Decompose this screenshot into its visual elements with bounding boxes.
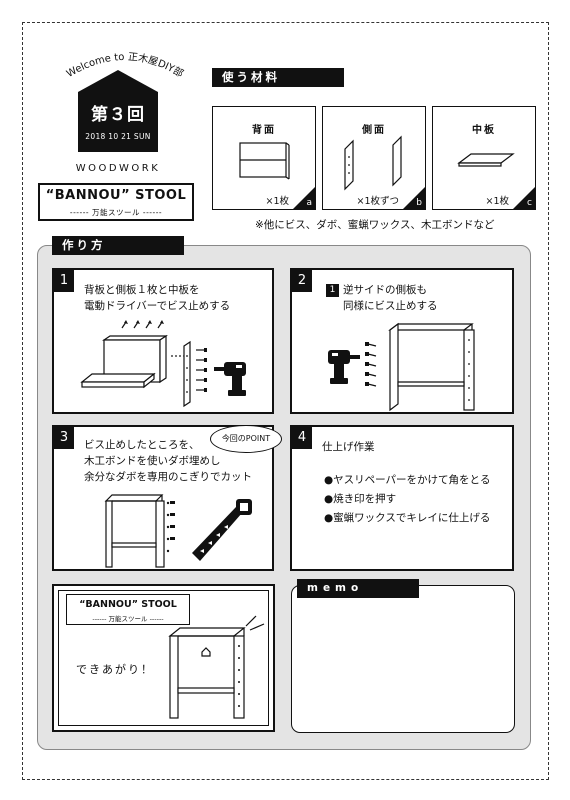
side-panel-illustration — [344, 135, 402, 191]
step-title: 仕上げ作業 — [322, 441, 375, 453]
finished-tag-title: “BANNOU” STOOL — [79, 599, 177, 610]
material-qty: ×1枚 — [265, 196, 289, 207]
material-qty: ×1枚 — [485, 196, 509, 207]
corner-tab — [293, 187, 315, 209]
back-panel-illustration — [239, 142, 290, 180]
corner-tab — [513, 187, 535, 209]
memo-label: memo — [297, 579, 419, 598]
material-name: 背面 — [252, 125, 276, 136]
finished-text: できあがり！ — [76, 663, 154, 676]
point-callout: 今回のPOINT — [210, 425, 282, 453]
project-subtitle: ------ 万能スツール ------ — [69, 208, 163, 217]
finished-inner-frame — [58, 590, 269, 726]
material-name: 側面 — [362, 125, 386, 136]
step3-illustration — [104, 494, 252, 568]
step-number: 3 — [54, 427, 74, 449]
step-number: 1 — [54, 270, 74, 292]
corner-tab — [403, 187, 425, 209]
memo-area[interactable] — [291, 585, 515, 733]
step1-illustration — [80, 320, 246, 408]
step-number: 4 — [292, 427, 312, 449]
step-bullets: ●ヤスリペーパーをかけて角をとる ●焼き印を押す ●蜜蝋ワックスでキレイに仕上げ… — [324, 474, 491, 524]
material-letter: a — [306, 198, 312, 208]
step-number: 2 — [292, 270, 312, 292]
material-card-side: 側面 ×1枚ずつ b — [322, 106, 426, 210]
project-title-box — [38, 183, 194, 221]
session-number: 第３回 — [91, 105, 145, 125]
dashed-page-frame — [22, 22, 549, 780]
finished-stool-illustration — [168, 615, 265, 719]
material-name: 中板 — [472, 125, 496, 136]
finished-tag-box — [66, 594, 190, 625]
shelf-board-illustration — [457, 153, 515, 167]
session-date: 2018 10 21 SUN — [85, 132, 151, 141]
material-letter: b — [416, 198, 422, 208]
material-card-back: 背面 ×1枚 a — [212, 106, 316, 210]
howto-label: 作り方 — [52, 236, 184, 255]
category-label: WOODWORK — [75, 163, 161, 174]
step-4: 4 仕上げ作業 ●ヤスリペーパーをかけて角をとる ●焼き印を押す ●蜜蝋ワックス… — [290, 425, 514, 571]
step-text: 背板と側板１枚と中板を 電動ドライバーでビス止めする — [84, 284, 231, 312]
finished-tag-subtitle: ------ 万能スツール ------ — [92, 615, 164, 623]
material-qty: ×1枚ずつ — [356, 196, 399, 207]
step2-illustration — [328, 322, 475, 412]
sub-step-number: 1 — [326, 284, 339, 297]
materials-label: 使う材料 — [212, 68, 344, 87]
material-card-shelf: 中板 ×1枚 c — [432, 106, 536, 210]
materials-note: ※他にビス、ダボ、蜜蝋ワックス、木工ボンドなど — [255, 219, 495, 231]
house-badge-icon — [78, 70, 158, 152]
step-text: ビス止めしたところを、 木工ボンドを使いダボ埋めし 余分なダボを専用のこぎりでカ… — [84, 439, 252, 483]
material-letter: c — [527, 198, 532, 208]
step-1: 1 背板と側板１枚と中板を 電動ドライバーでビス止めする — [52, 268, 274, 414]
project-title: “BANNOU” STOOL — [45, 188, 187, 203]
